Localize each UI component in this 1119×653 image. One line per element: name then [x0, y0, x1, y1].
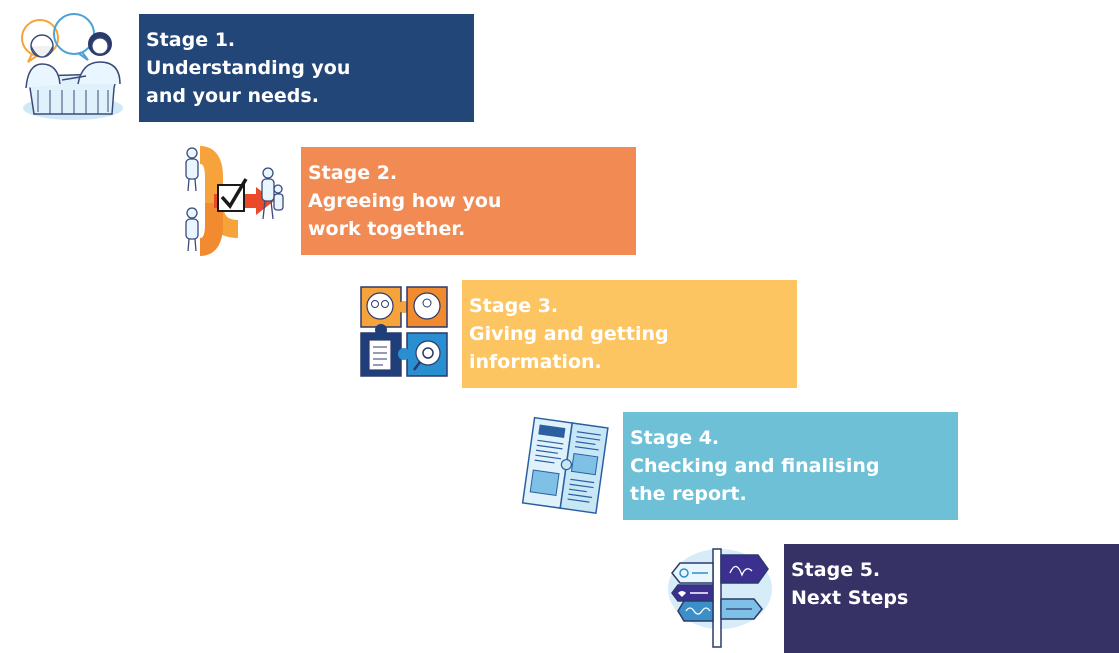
stage-4-heading: Stage 4.: [630, 427, 720, 449]
stage-5-heading: Stage 5.: [791, 559, 881, 581]
stage-1-box: Stage 1. Understanding you and your need…: [139, 14, 474, 122]
stage-2-box: Stage 2. Agreeing how you work together.: [301, 147, 636, 255]
stage-3-line-3: information.: [469, 351, 602, 373]
stage-2-line-2: Agreeing how you: [308, 190, 502, 212]
report-documents-icon: [514, 416, 610, 518]
signpost-icon: [666, 545, 774, 649]
stage-1-line-3: and your needs.: [146, 85, 319, 107]
stage-1-line-2: Understanding you: [146, 57, 351, 79]
stage-3-heading: Stage 3.: [469, 295, 559, 317]
stage-3-line-2: Giving and getting: [469, 323, 669, 345]
stage-5-box: Stage 5. Next Steps: [784, 544, 1119, 653]
stage-4-line-2: Checking and finalising: [630, 455, 880, 477]
stage-3-box: Stage 3. Giving and getting information.: [462, 280, 797, 388]
merging-paths-checkmark-icon: [178, 143, 288, 256]
stage-2-heading: Stage 2.: [308, 162, 398, 184]
stage-5-line-2: Next Steps: [791, 587, 909, 609]
jigsaw-puzzle-icon: [358, 284, 450, 380]
stage-1-heading: Stage 1.: [146, 29, 236, 51]
stage-4-box: Stage 4. Checking and finalising the rep…: [623, 412, 958, 520]
stage-2-line-3: work together.: [308, 218, 466, 240]
two-people-talking-icon: [16, 10, 130, 122]
stage-4-line-3: the report.: [630, 483, 747, 505]
